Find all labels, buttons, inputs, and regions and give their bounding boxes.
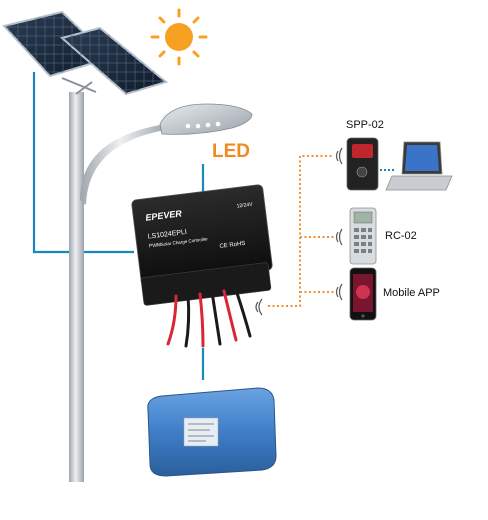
signal-icon <box>255 147 343 316</box>
controller-wires <box>166 288 252 348</box>
controller-line3: Solar Charge Controller <box>161 236 209 247</box>
controller-tag: 12/24V <box>236 202 253 210</box>
controller-line2: PWM <box>149 242 162 249</box>
controller-badge: CE RoHS <box>219 241 246 250</box>
mobile-app-label: Mobile APP <box>383 287 440 299</box>
wiring <box>32 72 205 380</box>
wireless-links <box>268 155 334 307</box>
controller-model: LS1024EPLI <box>147 229 187 241</box>
controller-brand: EPEVER <box>145 208 183 222</box>
battery-icon <box>147 387 277 477</box>
sun-icon <box>150 8 208 66</box>
laptop-icon <box>385 141 453 191</box>
rc-02-remote <box>349 207 377 265</box>
rc-02-label: RC-02 <box>385 230 417 242</box>
mobile-phone-icon <box>349 267 377 321</box>
charge-controller: EPEVER 12/24V LS1024EPLI PWM Solar Charg… <box>131 184 273 348</box>
street-light-pole <box>61 77 170 482</box>
spp-02-label: SPP-02 <box>346 119 384 131</box>
led-lamp <box>159 103 253 135</box>
spp-02-adapter <box>346 137 379 191</box>
solar-panel <box>2 10 169 96</box>
led-label: LED <box>212 141 250 162</box>
